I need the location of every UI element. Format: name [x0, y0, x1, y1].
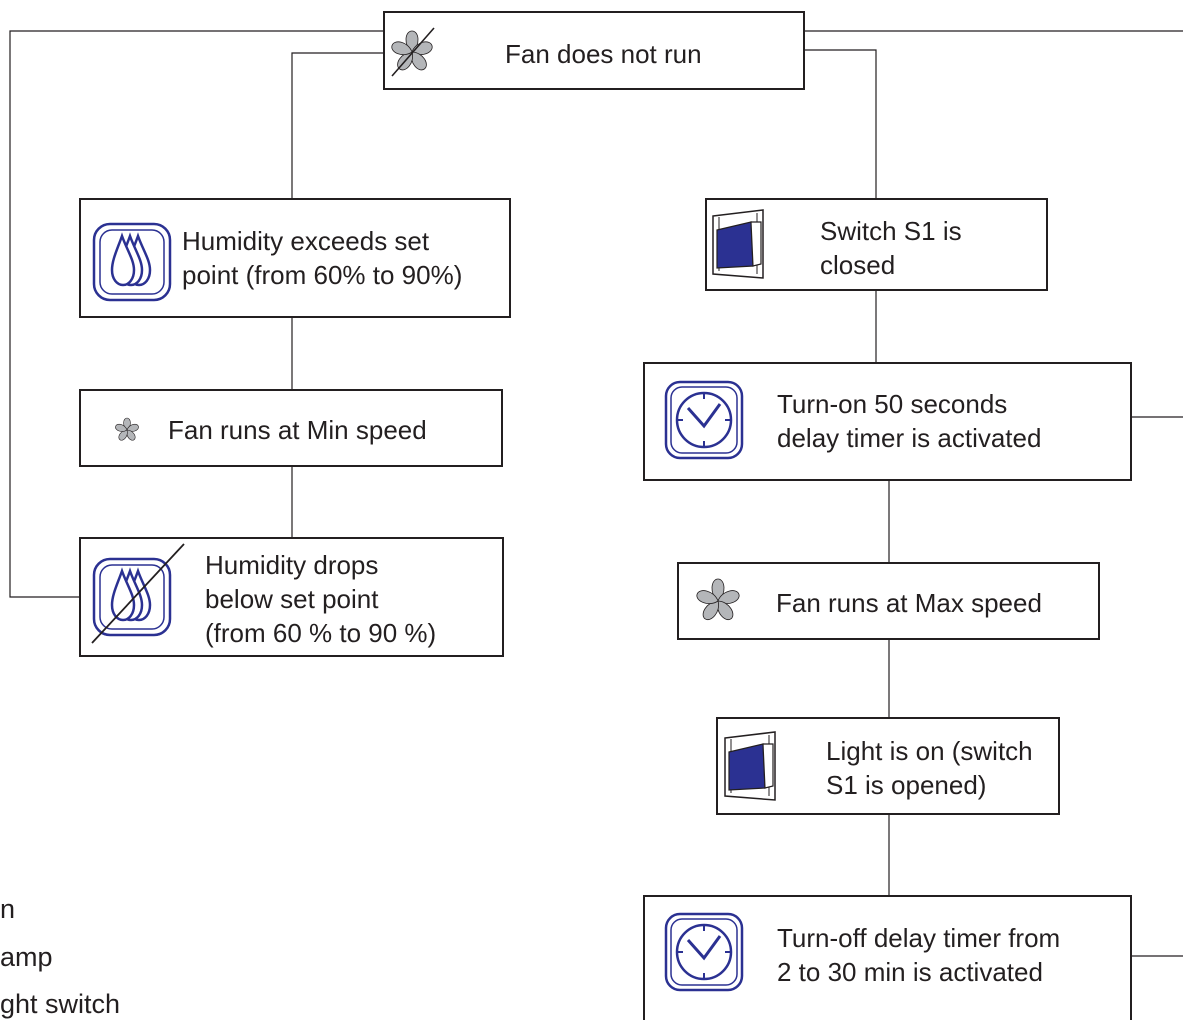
node-label-line-1: Light is on (switch: [826, 736, 1033, 766]
node-label-line-2: 2 to 30 min is activated: [777, 957, 1043, 987]
node-fan-does-not-run: [383, 11, 805, 90]
node-label-line-2: closed: [820, 250, 896, 280]
node-label-line-1: Turn-on 50 seconds: [777, 389, 1008, 419]
fan-off-icon: [391, 27, 435, 77]
node-label-line-2: S1 is opened): [826, 770, 987, 800]
strike-through-line: [91, 543, 185, 644]
node-label-line-1: Turn-off delay timer from: [777, 923, 1061, 953]
timer-icon: [664, 912, 744, 992]
node-label: Fan does not run: [505, 39, 702, 69]
node-label-line-1: Switch S1 is: [820, 216, 962, 246]
fan-icon: [696, 578, 740, 621]
timer-icon: [664, 380, 744, 460]
node-label: Fan runs at Min speed: [168, 415, 427, 445]
node-label-line-1: Humidity drops: [205, 550, 379, 580]
node-label: Fan runs at Max speed: [776, 588, 1042, 618]
node-label-line-2: delay timer is activated: [777, 423, 1042, 453]
switch-icon: [712, 209, 764, 279]
node-label-line-2: below set point: [205, 584, 379, 614]
humidity-off-icon: [92, 557, 172, 637]
legend-line-2: amp: [0, 942, 53, 972]
node-label-line-1: Humidity exceeds set: [182, 226, 430, 256]
switch-icon: [724, 731, 776, 801]
legend-line-1: n: [0, 894, 16, 924]
humidity-icon: [92, 222, 172, 302]
legend-line-3: ght switch: [0, 989, 121, 1019]
node-fan-max-speed: [677, 562, 1100, 640]
node-label-line-2: point (from 60% to 90%): [182, 260, 463, 290]
fan-icon: [115, 417, 139, 441]
node-label-line-3: (from 60 % to 90 %): [205, 618, 437, 648]
node-fan-min-speed: [79, 389, 503, 467]
